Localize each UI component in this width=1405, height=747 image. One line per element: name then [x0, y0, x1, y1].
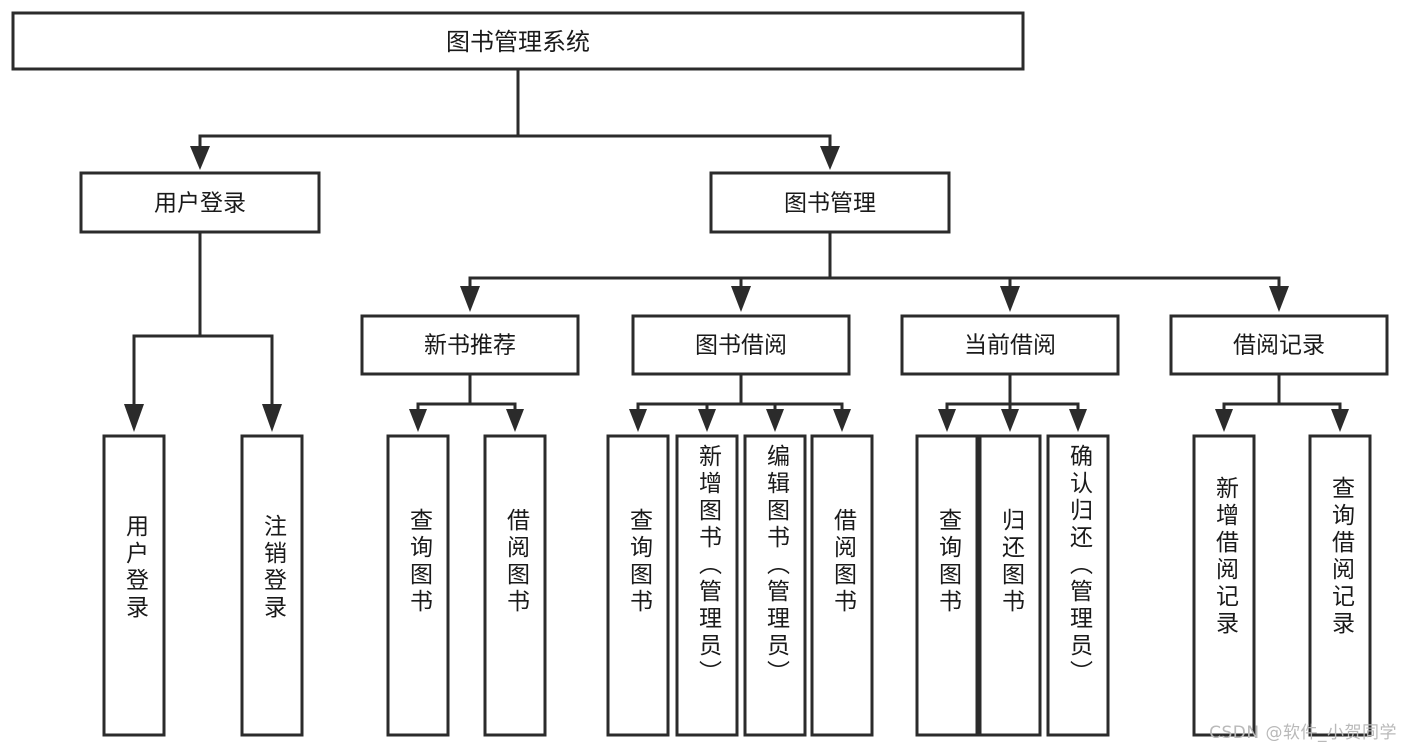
- node-label: 图书借阅: [695, 333, 787, 359]
- arrowhead-new-book-recommend: [460, 286, 480, 312]
- node-box: [79, 171, 321, 234]
- leaf-box-edit-book[interactable]: [743, 434, 807, 737]
- arrowhead-leaf-query-book-1: [409, 409, 427, 432]
- arrowhead-user-login: [190, 146, 210, 170]
- node-label: 借阅记录: [1233, 333, 1325, 359]
- leaf-box-return-book[interactable]: [978, 434, 1042, 737]
- node-box: [360, 314, 580, 376]
- leaf-box-query-book-2[interactable]: [606, 434, 670, 737]
- node-book-borrow[interactable]: 图书借阅: [631, 314, 851, 376]
- node-book-management-system[interactable]: 图书管理系统: [11, 11, 1025, 71]
- arrowhead-leaf-logout: [262, 404, 282, 432]
- node-box: [11, 11, 1025, 71]
- node-label: 图书管理: [784, 191, 876, 217]
- arrowhead-leaf-user-login: [124, 404, 144, 432]
- node-label: 新书推荐: [424, 333, 516, 359]
- leaf-box-query-book-1[interactable]: [386, 434, 450, 737]
- arrowhead-leaf-query-book-2: [629, 409, 647, 432]
- arrowhead-current-borrow: [1000, 286, 1020, 312]
- leaf-box-confirm-return[interactable]: [1046, 434, 1110, 737]
- arrowhead-leaf-borrow-book-1: [506, 409, 524, 432]
- node-box: [631, 314, 851, 376]
- arrowhead-leaf-add-record: [1215, 409, 1233, 432]
- node-box: [709, 171, 951, 234]
- node-current-borrow[interactable]: 当前借阅: [900, 314, 1120, 376]
- arrowhead-leaf-return-book: [1001, 409, 1019, 432]
- node-label: 图书管理系统: [446, 28, 590, 56]
- node-label: 用户登录: [154, 191, 246, 217]
- leaf-box-query-record[interactable]: [1308, 434, 1372, 737]
- node-label: 当前借阅: [964, 333, 1056, 359]
- arrowhead-borrow-record: [1269, 286, 1289, 312]
- connector-edges: [124, 67, 1349, 432]
- arrowhead-leaf-edit-book: [766, 409, 784, 432]
- leaf-box-add-book[interactable]: [675, 434, 739, 737]
- arrowhead-leaf-query-book-3: [938, 409, 956, 432]
- arrowhead-leaf-borrow-book-2: [833, 409, 851, 432]
- arrowhead-leaf-add-book: [698, 409, 716, 432]
- csdn-watermark: CSDN @软件_小贺同学: [1209, 723, 1397, 743]
- arrowhead-book-manage: [820, 146, 840, 170]
- arrowhead-leaf-query-record: [1331, 409, 1349, 432]
- node-borrow-record[interactable]: 借阅记录: [1169, 314, 1389, 376]
- node-box: [1169, 314, 1389, 376]
- leaf-box-borrow-book-2[interactable]: [810, 434, 874, 737]
- leaf-box-user-login[interactable]: [102, 434, 166, 737]
- arrowhead-book-borrow: [731, 286, 751, 312]
- leaf-box-add-record[interactable]: [1192, 434, 1256, 737]
- node-book-management[interactable]: 图书管理: [709, 171, 951, 234]
- leaf-box-query-book-3[interactable]: [915, 434, 979, 737]
- node-box: [900, 314, 1120, 376]
- node-new-book-recommendation[interactable]: 新书推荐: [360, 314, 580, 376]
- leaf-box-borrow-book-1[interactable]: [483, 434, 547, 737]
- leaf-node-boxes: [102, 434, 1372, 737]
- arrowhead-leaf-confirm-return: [1069, 409, 1087, 432]
- node-user-login[interactable]: 用户登录: [79, 171, 321, 234]
- leaf-box-logout[interactable]: [240, 434, 304, 737]
